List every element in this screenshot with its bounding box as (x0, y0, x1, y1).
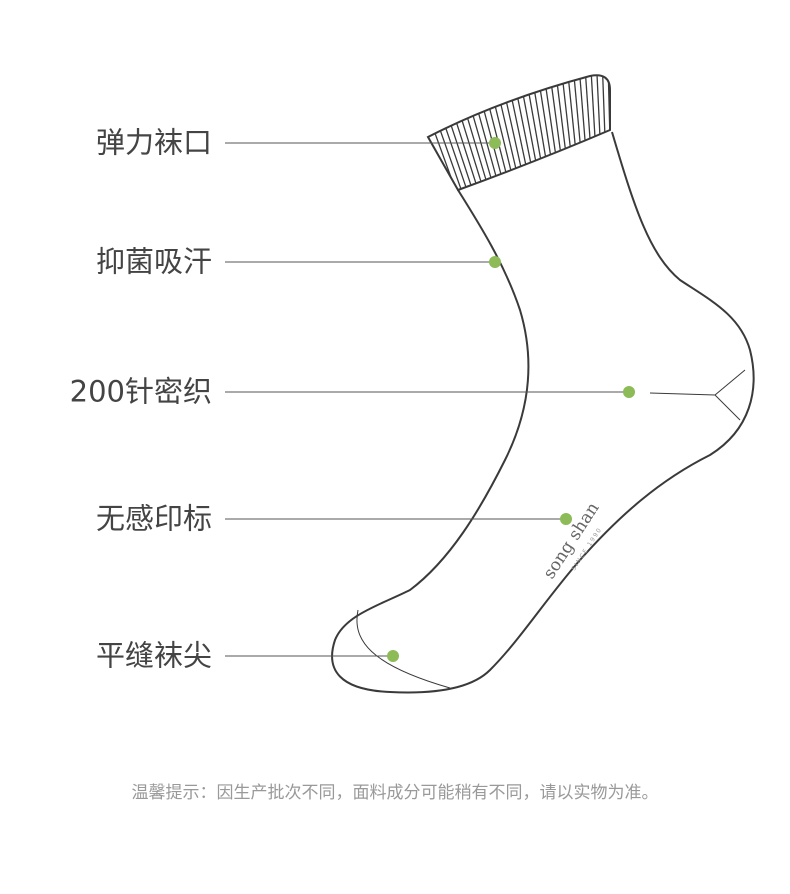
rib-line (595, 75, 601, 145)
rib-line (556, 80, 568, 159)
rib-line (454, 116, 480, 190)
rib-line (499, 100, 519, 179)
rib-line (527, 90, 543, 169)
feature-label-toe: 平缝袜尖 (95, 638, 212, 673)
rib-line (505, 98, 524, 177)
rib-line (431, 124, 461, 190)
feature-label-antibacterial: 抑菌吸汗 (95, 244, 212, 279)
rib-line (567, 76, 577, 155)
rib-line (550, 82, 563, 161)
feature-label-cuff: 弹力袜口 (95, 125, 212, 160)
rib-line (522, 92, 539, 171)
rib-line (465, 112, 490, 190)
rib-line (533, 88, 548, 167)
rib-line (459, 114, 485, 190)
rib-line (544, 84, 558, 163)
rib-line (590, 75, 597, 147)
brand-logo: song shan SINCE 1990 (539, 499, 603, 583)
rib-line (578, 75, 587, 151)
rib-line (476, 108, 500, 187)
rib-line (448, 118, 476, 190)
feature-dots (387, 137, 635, 662)
feature-label-tag: 无感印标 (95, 501, 212, 536)
rib-line (584, 75, 592, 149)
feature-label-knit: 200针密织 (69, 374, 212, 409)
rib-line (573, 75, 582, 153)
rib-line (442, 120, 471, 190)
leader-lines (225, 142, 629, 657)
rib-line (516, 94, 534, 173)
rib-line (471, 110, 495, 189)
rib-line (493, 102, 514, 181)
rib-line (601, 75, 606, 143)
dot-knit (623, 386, 635, 398)
rib-line (437, 122, 466, 190)
rib-line (539, 86, 553, 165)
dot-label (560, 513, 572, 525)
footer-note: 温馨提示：因生产批次不同，面料成分可能稍有不同，请以实物为准。 (131, 783, 659, 803)
rib-line (510, 96, 529, 175)
sock-outline (331, 74, 755, 694)
dot-antibacterial (489, 256, 501, 268)
dot-toe (387, 650, 399, 662)
rib-line (561, 78, 572, 157)
dot-cuff (489, 137, 501, 149)
cuff-ribbing (431, 75, 610, 190)
